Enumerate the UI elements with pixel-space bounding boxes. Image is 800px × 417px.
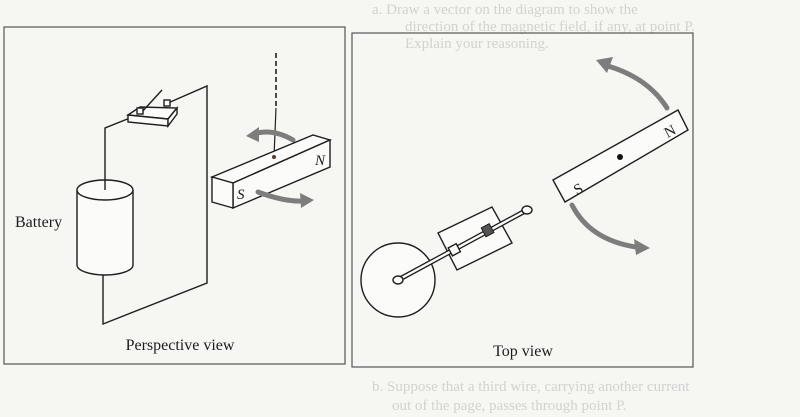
perspective-view-panel: Battery N S Perspective view xyxy=(3,26,346,365)
top-view-panel: S N Top view xyxy=(351,32,694,368)
ghost-line-a2: direction of the magnetic field, if any,… xyxy=(405,19,695,35)
rotation-arrow-lower xyxy=(569,202,639,250)
ghost-line-b1: b. Suppose that a third wire, carrying a… xyxy=(372,379,690,395)
arrow-head-right xyxy=(300,193,314,208)
panel-frame xyxy=(351,32,694,368)
point-p-dot xyxy=(617,154,623,160)
ghost-line-a1: a. Draw a vector on the diagram to show … xyxy=(372,2,638,18)
ghost-line-a3: Explain your reasoning. xyxy=(405,36,549,52)
circuit-wire-loop xyxy=(102,84,208,326)
battery-label: Battery xyxy=(15,214,62,231)
rotation-arrow-upper xyxy=(605,63,670,111)
magnet-south-label: S xyxy=(237,187,245,203)
panel-frame xyxy=(3,26,346,365)
rod-and-switch-top xyxy=(392,205,533,285)
perspective-view-caption: Perspective view xyxy=(126,337,235,354)
bleed-through-text: a. Draw a vector on the diagram to show … xyxy=(372,2,695,414)
arrow-head-upper xyxy=(596,57,613,73)
rotation-arrow-back xyxy=(251,129,296,143)
arrow-head-lower xyxy=(634,239,650,255)
circuit-wire-top xyxy=(104,117,131,190)
magnet-north-label: N xyxy=(314,153,326,169)
rotation-arrow-front xyxy=(255,189,306,204)
top-view-caption: Top view xyxy=(493,343,553,360)
arrow-head-left xyxy=(246,127,259,142)
battery-cylinder-icon xyxy=(76,179,134,276)
knife-switch-icon xyxy=(125,89,179,129)
ghost-line-b2: out of the page, passes through point P. xyxy=(392,398,627,414)
pivot-point xyxy=(272,155,276,159)
